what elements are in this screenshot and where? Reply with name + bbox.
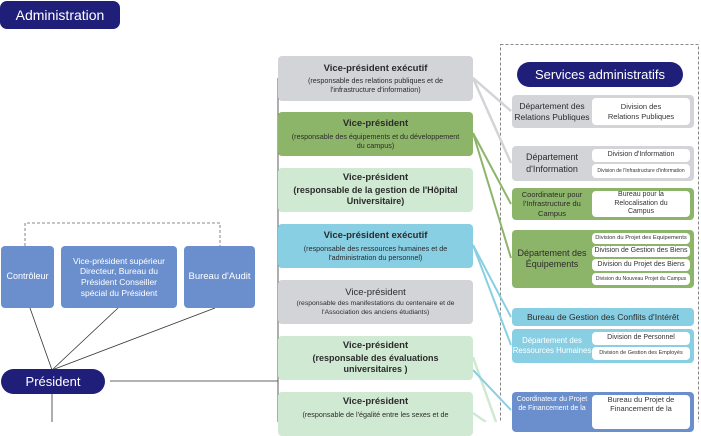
service-equipements: Département des Équipements Division du … xyxy=(512,230,694,288)
division-label: Division d'Information xyxy=(592,149,690,162)
dept-label: Département d'Information xyxy=(525,152,579,174)
division-label: Division du Projet des Equipements xyxy=(592,233,690,244)
vp-subtitle: (responsable des équipements et du dével… xyxy=(291,131,460,150)
vp-box-evaluations: Vice-président (responsable des évaluati… xyxy=(278,336,473,380)
vp-box-centenaire: Vice-président (responsable des manifest… xyxy=(278,280,473,324)
vp-box-hopital: Vice-président (responsable de la gestio… xyxy=(278,168,473,212)
division-label: Division de Personnel xyxy=(592,332,690,345)
division-label: Division des Relations Publiques xyxy=(592,98,690,125)
bureau-audit-box: Bureau d'Audit xyxy=(184,246,255,308)
division-label: Division de Gestion des Biens xyxy=(592,246,690,257)
vp-box-relations: Vice-président exécutif (responsable des… xyxy=(278,56,473,101)
controleur-label: Contrôleur xyxy=(6,271,49,282)
vp-box-equipements: Vice-président (responsable des équipeme… xyxy=(278,112,473,156)
vp-box-rh: Vice-président exécutif (responsable des… xyxy=(278,224,473,268)
service-information: Département d'Information Division d'Inf… xyxy=(512,146,694,181)
vp-subtitle: (responsable de l'égalité entre les sexe… xyxy=(302,409,449,419)
dept-label: Département des Équipements xyxy=(517,247,587,269)
services-title: Services administratifs xyxy=(517,62,683,87)
division-label: Division de l'Infrastructure d'informati… xyxy=(592,164,690,178)
service-coordinateur-infrastructure: Coordinateur pour l'Infrastructure du Ca… xyxy=(512,188,694,220)
vp-title: Vice-président xyxy=(345,286,406,298)
vp-title: Vice-président xyxy=(342,340,409,352)
vp-superieur-box: Vice-président supérieur Directeur, Bure… xyxy=(61,246,177,308)
service-ressources-humaines: Département des Ressources Humaines Divi… xyxy=(512,329,694,363)
administration-title: Administration xyxy=(0,1,120,29)
dept-label: Coordinateur du Projet de Financement de… xyxy=(516,396,588,412)
dept-label: Coordinateur pour l'Infrastructure du Ca… xyxy=(521,189,583,218)
vp-title: Vice-président exécutif xyxy=(323,62,428,74)
president-node: Président xyxy=(1,369,105,394)
division-label: Division du Projet des Biens xyxy=(592,259,690,271)
division-label: Division du Nouveau Projet du Campus xyxy=(592,273,690,285)
dept-label: Département des Ressources Humaines xyxy=(512,336,592,355)
bureau-audit-label: Bureau d'Audit xyxy=(188,271,251,283)
vp-subtitle: (responsable des évaluations universitai… xyxy=(312,353,439,375)
vp-title: Vice-président xyxy=(342,172,409,184)
vp-subtitle: (responsable des manifestations du cente… xyxy=(296,300,455,316)
vp-title: Vice-président xyxy=(342,118,409,130)
service-relations-publiques: Département des Relations Publiques Divi… xyxy=(512,95,694,128)
service-financement: Coordinateur du Projet de Financement de… xyxy=(512,392,694,432)
vp-title: Vice-président exécutif xyxy=(323,230,428,242)
vp-subtitle: (responsable de la gestion de l'Hôpital … xyxy=(293,185,458,207)
vp-subtitle: (responsable des ressources humaines et … xyxy=(303,243,448,262)
vp-title: Vice-président xyxy=(342,396,409,407)
dept-label: Département des Relations Publiques xyxy=(514,100,590,122)
division-label: Bureau du Projet de Financement de la xyxy=(592,395,690,429)
division-label: Division de Gestion des Employés xyxy=(592,347,690,360)
vp-superieur-label: Vice-président supérieur Directeur, Bure… xyxy=(73,255,165,298)
vp-subtitle: (responsable des relations publiques et … xyxy=(307,76,444,95)
vp-box-egalite: Vice-président (responsable de l'égalité… xyxy=(278,392,473,436)
service-conflits-interet: Bureau de Gestion des Conflits d'Intérêt xyxy=(512,308,694,326)
controleur-box: Contrôleur xyxy=(1,246,54,308)
division-label: Bureau pour la Relocalisation du Campus xyxy=(592,191,690,217)
